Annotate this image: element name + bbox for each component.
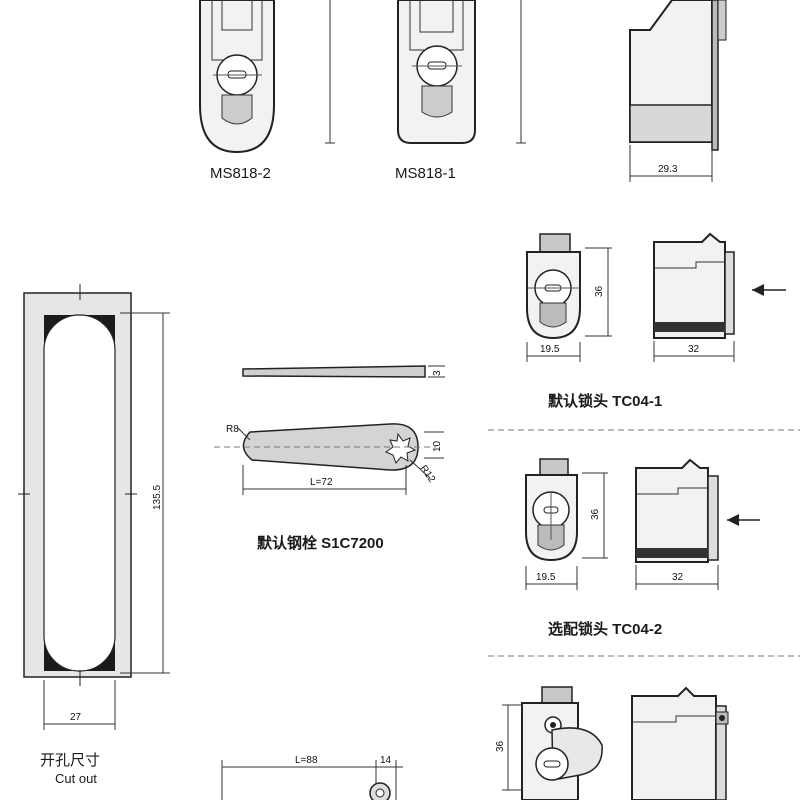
tc04-2-depth-value: 32 [672, 572, 684, 583]
arrow-icon [752, 284, 786, 296]
tc04-1-height-value: 36 [594, 285, 605, 297]
cutout-width-value: 27 [70, 712, 82, 723]
bar-thickness-value: 3 [432, 370, 443, 376]
cutout-height-value: 135.5 [152, 485, 163, 510]
lock-bottom-side [631, 686, 729, 800]
ms818-2-height-dimension [325, 0, 335, 144]
bar-caption: 默认钢栓 S1C7200 [257, 534, 384, 552]
side-width-value: 29.3 [658, 164, 678, 175]
model-label-ms818-2: MS818-2 [210, 165, 271, 182]
ms818-1-height-dimension [516, 0, 526, 144]
ms818-1-handle [397, 0, 476, 144]
cutout-label-cn: 开孔尺寸 [40, 752, 100, 769]
lock-tc04-2-side: 32 [635, 458, 760, 590]
lock-tc04-1-side: 32 [653, 232, 786, 362]
bar-r8-label: R8 [226, 424, 239, 435]
bar-length-value: L=72 [310, 477, 333, 488]
tc04-1-width-value: 19.5 [540, 344, 560, 355]
model-label-ms818-1: MS818-1 [395, 165, 456, 182]
bottom-lock-height-value: 36 [495, 740, 506, 752]
cutout-drawing: 135.5 27 [18, 284, 170, 730]
bottom-bar-drawing: L=88 14 [221, 755, 403, 800]
tc04-1-caption: 默认锁头 TC04-1 [548, 392, 662, 410]
bar-r12-label: R12 [418, 463, 438, 485]
lock-bottom-front: 36 [495, 686, 603, 800]
ms818-2-handle [199, 0, 275, 154]
cutout-label-en: Cut out [55, 771, 97, 786]
bar-front-view: R8 10 R12 L=72 [214, 423, 444, 495]
tc04-2-caption: 选配锁头 TC04-2 [548, 620, 662, 638]
arrow-icon [727, 514, 760, 526]
lock-tc04-1-front: 36 19.5 [526, 233, 612, 362]
bottom-bar-length-value: L=88 [295, 755, 318, 766]
handle-side-view: 29.3 [629, 0, 727, 182]
tc04-2-height-value: 36 [590, 508, 601, 520]
lock-tc04-2-front: 36 19.5 [525, 458, 608, 590]
bottom-bar-width-value: 14 [380, 755, 392, 766]
bar-top-view: 3 [242, 365, 445, 378]
tc04-2-width-value: 19.5 [536, 572, 556, 583]
tc04-1-depth-value: 32 [688, 344, 700, 355]
bar-d10-value: 10 [432, 440, 443, 452]
